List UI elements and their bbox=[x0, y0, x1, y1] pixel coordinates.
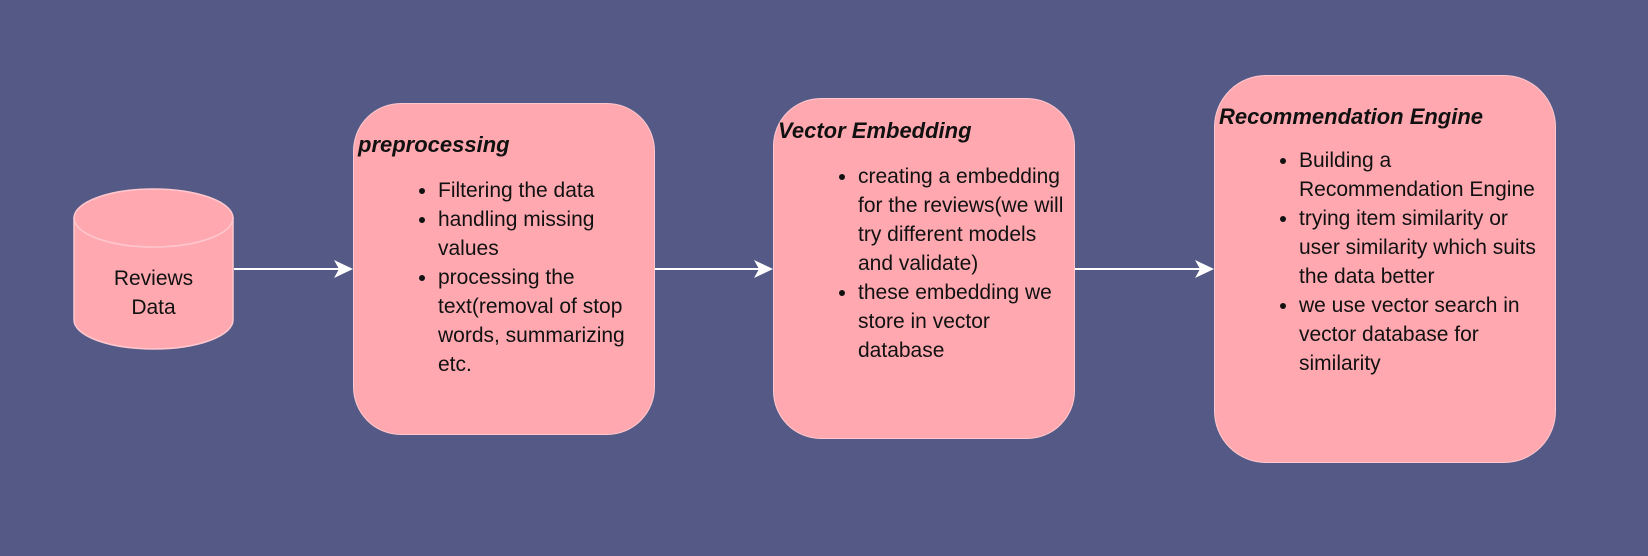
recommendation-engine-item: Building a Recommendation Engine bbox=[1299, 146, 1551, 204]
vector-embedding-node[interactable]: Vector Embedding creating a embedding fo… bbox=[773, 98, 1075, 439]
vector-embedding-list: creating a embedding for the reviews(we … bbox=[774, 162, 1074, 365]
vector-embedding-title: Vector Embedding bbox=[778, 118, 972, 143]
reviews-data-label: Reviews Data bbox=[73, 264, 234, 322]
preprocessing-title: preprocessing bbox=[358, 132, 510, 157]
vector-embedding-item: creating a embedding for the reviews(we … bbox=[858, 162, 1074, 278]
preprocessing-item: Filtering the data bbox=[438, 176, 654, 205]
preprocessing-node[interactable]: preprocessing Filtering the data handlin… bbox=[353, 103, 655, 435]
reviews-data-label-line1: Reviews bbox=[113, 267, 194, 290]
arrow-preprocessing-to-embedding[interactable] bbox=[655, 260, 773, 278]
preprocessing-item: handling missing values bbox=[438, 205, 654, 263]
preprocessing-item: processing the text(removal of stop word… bbox=[438, 263, 654, 379]
reviews-data-node[interactable]: Reviews Data bbox=[73, 188, 234, 350]
preprocessing-list: Filtering the data handling missing valu… bbox=[354, 176, 654, 379]
recommendation-engine-title: Recommendation Engine bbox=[1219, 104, 1484, 129]
vector-embedding-item: these embedding we store in vector datab… bbox=[858, 278, 1074, 365]
recommendation-engine-item: trying item similarity or user similarit… bbox=[1299, 204, 1551, 291]
recommendation-engine-item: we use vector search in vector database … bbox=[1299, 291, 1551, 378]
database-cylinder-icon bbox=[73, 188, 234, 350]
arrow-embedding-to-engine[interactable] bbox=[1075, 260, 1214, 278]
recommendation-engine-list: Building a Recommendation Engine trying … bbox=[1215, 146, 1555, 378]
reviews-data-label-line2: Data bbox=[131, 296, 176, 319]
recommendation-engine-node[interactable]: Recommendation Engine Building a Recomme… bbox=[1214, 75, 1556, 463]
arrow-data-to-preprocessing[interactable] bbox=[234, 260, 353, 278]
